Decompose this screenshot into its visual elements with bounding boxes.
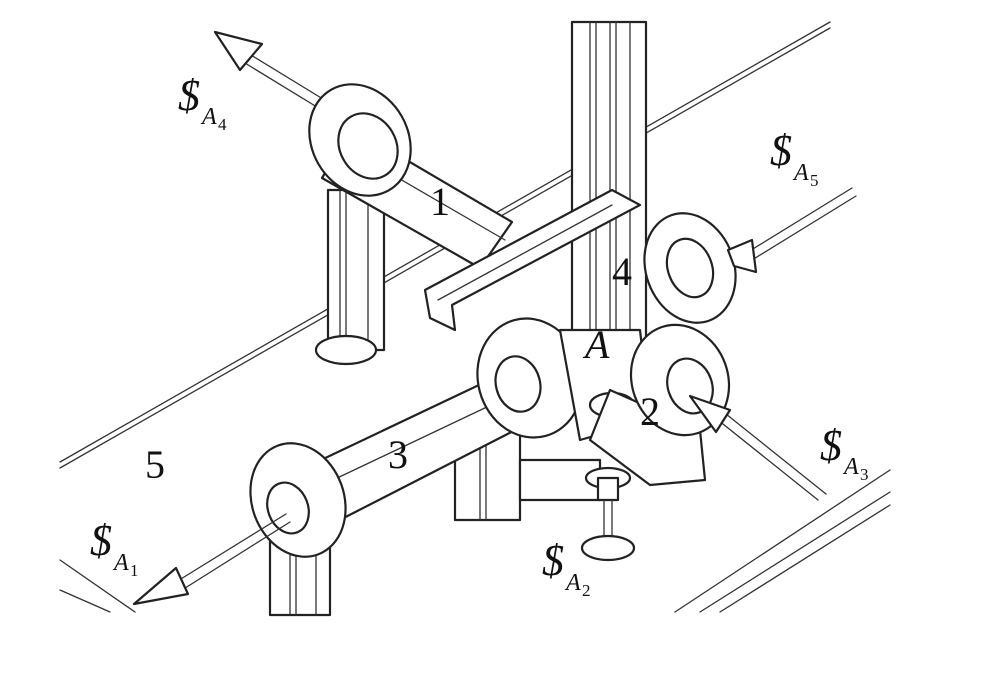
link-1 xyxy=(308,83,514,270)
screw-label-a1: $ A 1 xyxy=(90,516,139,580)
svg-text:1: 1 xyxy=(130,561,139,580)
label-part-1: 1 xyxy=(430,179,450,224)
svg-text:3: 3 xyxy=(860,465,869,484)
svg-text:$: $ xyxy=(820,421,842,470)
screw-label-a2: $ A 2 xyxy=(542,536,591,600)
svg-text:$: $ xyxy=(542,536,564,585)
label-point-a: A xyxy=(582,322,610,367)
svg-text:A: A xyxy=(842,454,859,480)
screw-label-a4: $ A 4 xyxy=(178,71,227,134)
label-part-2: 2 xyxy=(640,389,660,434)
svg-text:4: 4 xyxy=(218,115,227,134)
label-part-3: 3 xyxy=(388,432,408,477)
vertical-column-4 xyxy=(570,20,648,344)
svg-text:A: A xyxy=(792,160,809,186)
svg-text:$: $ xyxy=(770,126,792,175)
svg-text:A: A xyxy=(200,104,217,130)
label-part-5: 5 xyxy=(145,442,165,487)
screw-label-a3: $ A 3 xyxy=(820,421,869,484)
svg-text:A: A xyxy=(112,550,129,576)
bottom-pin-a2 xyxy=(580,466,636,562)
svg-text:5: 5 xyxy=(810,171,819,190)
svg-text:$: $ xyxy=(90,516,112,565)
right-joint-a5 xyxy=(643,187,857,324)
support-post-1 xyxy=(314,188,386,366)
link-2 xyxy=(588,323,731,487)
svg-text:A: A xyxy=(564,570,581,596)
screw-axis-a3 xyxy=(688,394,827,501)
label-part-4: 4 xyxy=(612,249,632,294)
screw-axis-a1 xyxy=(132,513,291,606)
svg-text:2: 2 xyxy=(582,581,591,600)
svg-text:$: $ xyxy=(178,71,200,120)
screw-label-a5: $ A 5 xyxy=(770,126,819,190)
